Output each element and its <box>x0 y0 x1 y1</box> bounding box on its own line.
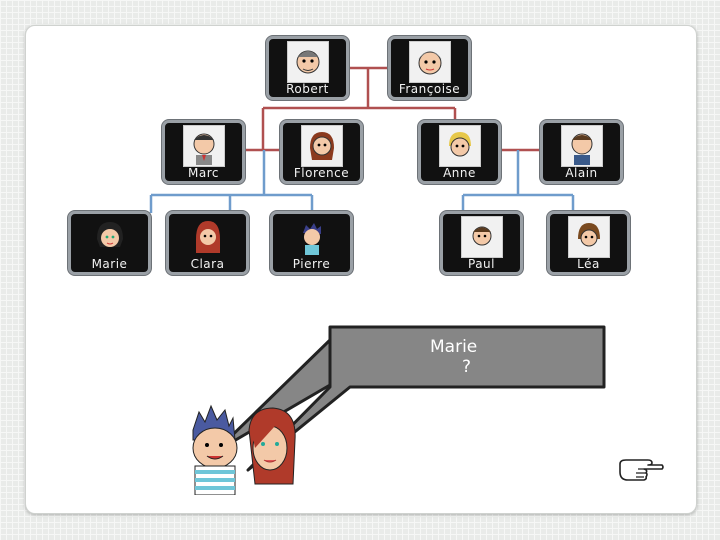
man-avatar-icon <box>561 125 603 167</box>
person-name: Robert <box>269 82 346 96</box>
girl-avatar-icon <box>187 216 229 258</box>
person-card-clara[interactable]: Clara <box>166 211 249 275</box>
old-woman-avatar-icon <box>409 41 451 83</box>
person-name: Léa <box>550 257 627 271</box>
person-name: Florence <box>283 166 360 180</box>
boy-avatar-icon <box>461 216 503 258</box>
person-card-florence[interactable]: Florence <box>280 120 363 184</box>
woman-avatar-icon <box>301 125 343 167</box>
person-card-marc[interactable]: Marc <box>162 120 245 184</box>
boy-avatar-icon <box>291 216 333 258</box>
person-card-anne[interactable]: Anne <box>418 120 501 184</box>
person-card-alain[interactable]: Alain <box>540 120 623 184</box>
person-name: Françoise <box>391 82 468 96</box>
person-name: Paul <box>443 257 520 271</box>
person-name: Pierre <box>273 257 350 271</box>
person-name: Alain <box>543 166 620 180</box>
person-card-marie[interactable]: Marie <box>68 211 151 275</box>
person-card-pierre[interactable]: Pierre <box>270 211 353 275</box>
person-name: Anne <box>421 166 498 180</box>
woman-avatar-icon <box>439 125 481 167</box>
person-card-lea[interactable]: Léa <box>547 211 630 275</box>
bubble-question-mark: ? <box>430 357 550 377</box>
boy-and-girl-illustration <box>185 400 310 495</box>
person-name: Marc <box>165 166 242 180</box>
girl-avatar-icon <box>568 216 610 258</box>
person-name: Marie <box>71 257 148 271</box>
person-card-paul[interactable]: Paul <box>440 211 523 275</box>
pointing-hand-icon[interactable] <box>618 452 664 482</box>
girl-avatar-icon <box>89 216 131 258</box>
speech-bubble-text: Marie ? <box>430 337 550 377</box>
man-avatar-icon <box>183 125 225 167</box>
person-name: Clara <box>169 257 246 271</box>
person-card-robert[interactable]: Robert <box>266 36 349 100</box>
bubble-name: Marie <box>430 337 550 357</box>
person-card-francoise[interactable]: Françoise <box>388 36 471 100</box>
old-man-avatar-icon <box>287 41 329 83</box>
